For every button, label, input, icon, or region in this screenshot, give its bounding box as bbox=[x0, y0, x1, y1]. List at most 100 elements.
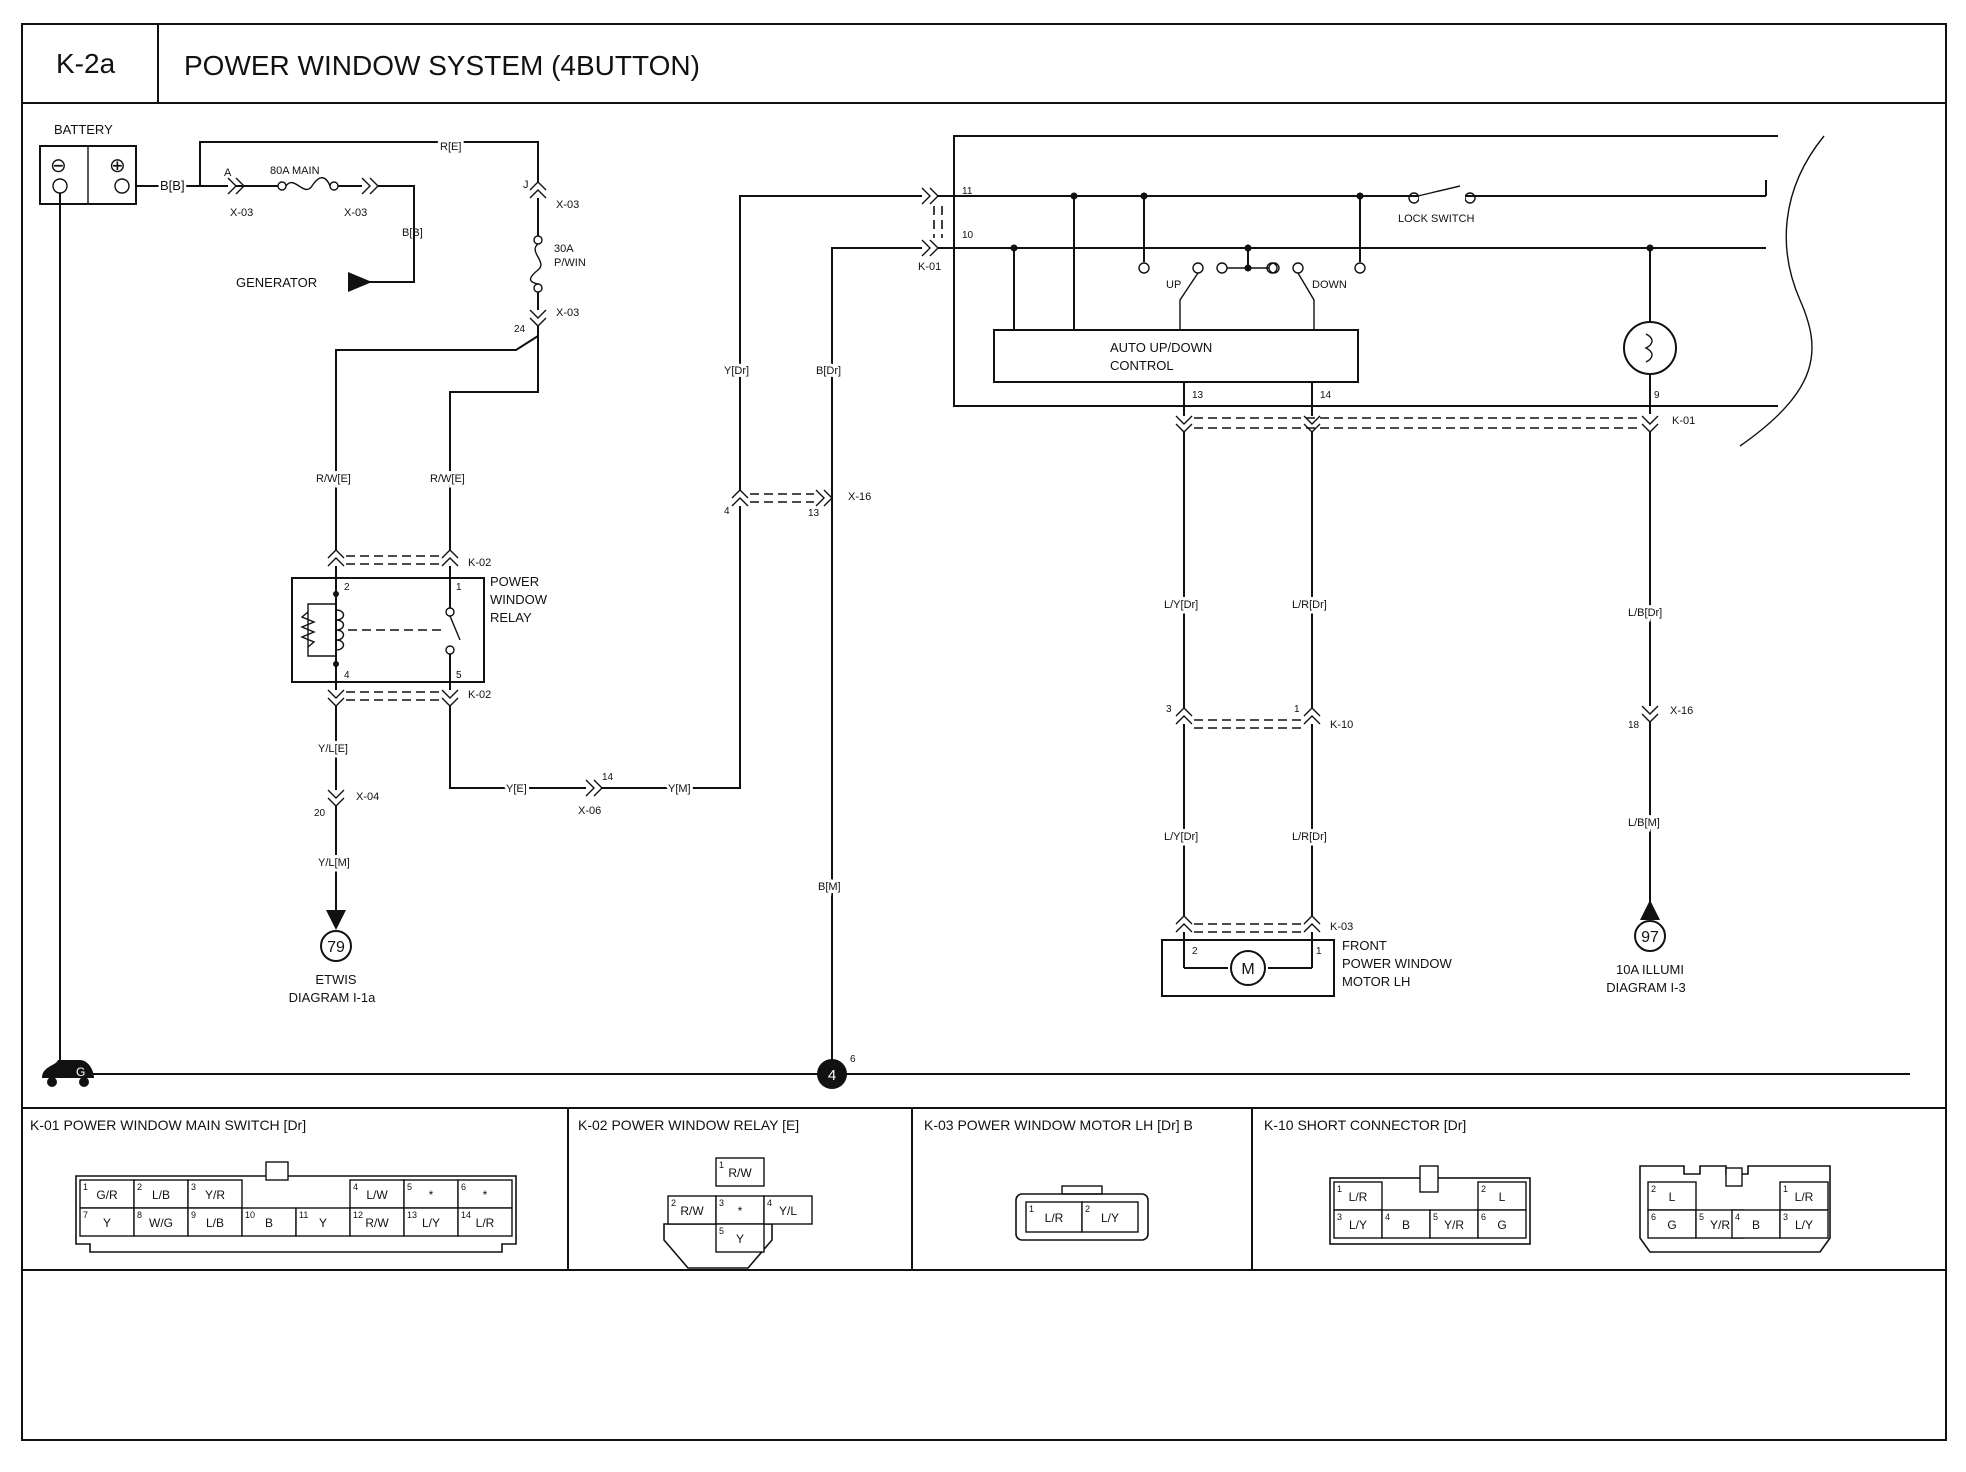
k01-cell-top-3-color: Y/R bbox=[205, 1188, 225, 1202]
connector-x16-a-left bbox=[731, 489, 749, 507]
k01-cell-top-3 bbox=[187, 1179, 243, 1209]
connector-x03-c-symbol bbox=[529, 181, 547, 199]
vehicle-ground-wheel-front bbox=[47, 1077, 57, 1087]
k03-cell-1-pin: 1 bbox=[1029, 1204, 1034, 1214]
k01-cell-top-1-color: G/R bbox=[96, 1188, 118, 1202]
wire-label-b-b: B[B] bbox=[160, 178, 185, 193]
fuse-main-label: 80A MAIN bbox=[270, 165, 320, 177]
pin-10: 10 bbox=[962, 230, 974, 241]
k01-cell-top-2 bbox=[133, 1179, 189, 1209]
k02-cell-2-color: R/W bbox=[680, 1204, 704, 1218]
vehicle-ground-wheel-rear bbox=[79, 1077, 89, 1087]
wire-r-e bbox=[199, 141, 539, 186]
vehicle-ground-icon bbox=[42, 1060, 94, 1078]
k01-view-title: K-01 POWER WINDOW MAIN SWITCH [Dr] bbox=[30, 1117, 306, 1133]
k10r-cell-3-pin: 3 bbox=[1783, 1212, 1788, 1222]
conn-k10: K-10 bbox=[1330, 719, 1353, 731]
illumi-label-1: 10A ILLUMI bbox=[1616, 962, 1684, 977]
up-label: UP bbox=[1166, 279, 1181, 291]
k03-cell-2-color: L/Y bbox=[1101, 1211, 1119, 1225]
connector-x16-b-symbol bbox=[1641, 705, 1659, 723]
fuse-pwin-terminal-2 bbox=[533, 283, 543, 293]
connector-x03-b-symbol bbox=[361, 177, 379, 195]
pin-j: J bbox=[523, 179, 529, 191]
fuse-pwin-terminal-1 bbox=[533, 235, 543, 245]
k01-cell-bottom-8-color: W/G bbox=[149, 1216, 173, 1230]
conn-x04: X-04 bbox=[356, 791, 379, 803]
k02-cell-2 bbox=[667, 1195, 717, 1225]
illumi-ref-num: 97 bbox=[1641, 929, 1659, 946]
pin-4-x16: 4 bbox=[724, 506, 730, 517]
lamp-filament bbox=[1644, 333, 1653, 363]
k01-cell-bottom-10 bbox=[241, 1207, 297, 1237]
battery-neg-terminal bbox=[52, 178, 68, 194]
connector-k01-pin11 bbox=[921, 187, 939, 205]
k10l-cell-2-pin: 2 bbox=[1481, 1184, 1486, 1194]
k01-cell-top-5-pin: 5 bbox=[407, 1182, 412, 1192]
wire-label-lb-m: L/B[M] bbox=[1628, 817, 1660, 829]
k02-connector-view: 1R/W2R/W3*4Y/L5Y bbox=[663, 1157, 813, 1269]
wire-label-ly-dr-1: L/Y[Dr] bbox=[1164, 599, 1198, 611]
relay-label-3: RELAY bbox=[490, 610, 532, 625]
diagram-code: K-2a bbox=[56, 48, 116, 79]
relay-contact-top bbox=[445, 607, 455, 617]
etwis-label-1: ETWIS bbox=[315, 972, 356, 987]
pin-11: 11 bbox=[962, 186, 973, 197]
k10l-cell-5-pin: 5 bbox=[1433, 1212, 1438, 1222]
k02-cell-5 bbox=[715, 1223, 765, 1253]
lock-switch-contact-left bbox=[1408, 192, 1420, 204]
pin-13-x16: 13 bbox=[808, 508, 820, 519]
k10l-cell-3-pin: 3 bbox=[1337, 1212, 1342, 1222]
k10l-cell-3-color: L/Y bbox=[1349, 1218, 1367, 1232]
k10l-cell-3 bbox=[1333, 1209, 1383, 1239]
conn-k01-b: K-01 bbox=[1672, 415, 1695, 427]
k01-cell-bottom-9-pin: 9 bbox=[191, 1210, 196, 1220]
k01-cell-bottom-11-color: Y bbox=[319, 1216, 327, 1230]
k10-right-housing bbox=[1639, 1165, 1831, 1253]
k02-cell-4-pin: 4 bbox=[767, 1198, 772, 1208]
pin-9-out: 9 bbox=[1654, 390, 1660, 401]
wire-label-rw-right: R/W[E] bbox=[430, 473, 465, 485]
k10r-cell-1 bbox=[1779, 1181, 1829, 1211]
page-border bbox=[21, 23, 1947, 1441]
k01-cell-top-2-pin: 2 bbox=[137, 1182, 142, 1192]
conn-x03-a: X-03 bbox=[230, 207, 253, 219]
k10r-cell-3 bbox=[1779, 1209, 1829, 1239]
etwis-label-2: DIAGRAM I-1a bbox=[289, 990, 376, 1005]
conn-k01-a: K-01 bbox=[918, 261, 941, 273]
down-label: DOWN bbox=[1312, 279, 1347, 291]
diagram-title: POWER WINDOW SYSTEM (4BUTTON) bbox=[184, 50, 700, 81]
k01-connector-view: 1G/R2L/B3Y/R4L/W5*6*7Y8W/G9L/B10B11Y12R/… bbox=[75, 1161, 517, 1253]
conn-x03-d: X-03 bbox=[556, 307, 579, 319]
ground-node-label: 4 bbox=[828, 1067, 836, 1084]
k03-cell-1-color: L/R bbox=[1045, 1211, 1064, 1225]
k10l-cell-5-color: Y/R bbox=[1444, 1218, 1464, 1232]
connector-k03-right bbox=[1303, 915, 1321, 933]
k02-cell-1-pin: 1 bbox=[719, 1160, 724, 1170]
k01-cell-top-3-pin: 3 bbox=[191, 1182, 196, 1192]
k01-cell-bottom-8-pin: 8 bbox=[137, 1210, 142, 1220]
lock-switch-gap bbox=[1419, 192, 1465, 202]
k02-cell-3 bbox=[715, 1195, 765, 1225]
connector-k01-out-9 bbox=[1641, 415, 1659, 433]
illumi-ref-circle bbox=[1634, 920, 1666, 952]
conn-x16-b: X-16 bbox=[1670, 705, 1693, 717]
pin-6-ground: 6 bbox=[850, 1054, 856, 1065]
generator-label: GENERATOR bbox=[236, 275, 317, 290]
fuse-main-terminal-2 bbox=[329, 181, 339, 191]
battery-pos-terminal bbox=[114, 178, 130, 194]
connector-k02-bottom-left bbox=[327, 689, 345, 707]
relay-contact-bottom bbox=[445, 645, 455, 655]
down-switch-outer bbox=[1292, 262, 1304, 274]
k10r-cell-2-color: L bbox=[1669, 1190, 1676, 1204]
battery-minus-icon: ⊖ bbox=[50, 155, 67, 177]
up-switch-outer bbox=[1192, 262, 1204, 274]
connector-k03-left bbox=[1175, 915, 1193, 933]
k10l-cell-2-color: L bbox=[1499, 1190, 1506, 1204]
k02-cell-1 bbox=[715, 1157, 765, 1187]
illumi-arrow-icon bbox=[1640, 900, 1660, 920]
motor-label-1: FRONT bbox=[1342, 938, 1387, 953]
k02-cell-5-color: Y bbox=[736, 1232, 744, 1246]
k02-cell-1-color: R/W bbox=[728, 1166, 752, 1180]
